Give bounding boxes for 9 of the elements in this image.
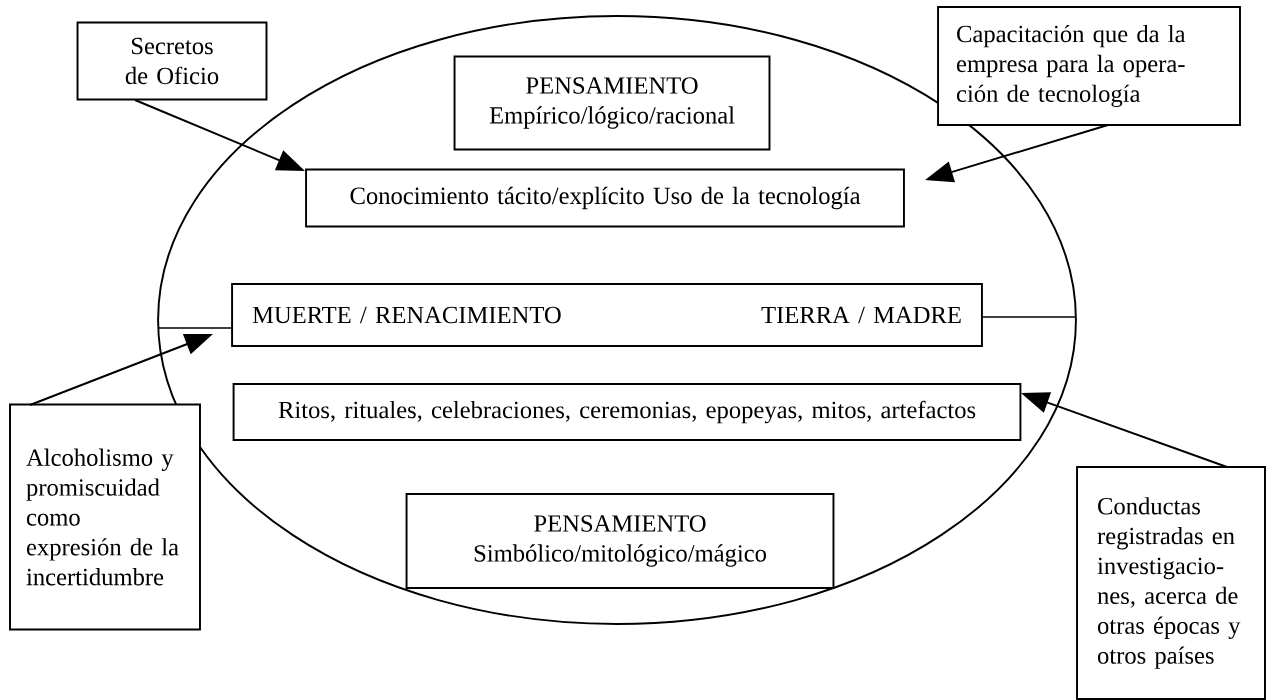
- text-box: Alcoholismo y promiscuidad como expresión de la incertidumbre: [9, 403, 201, 631]
- text-box: Conocimiento tácito/explícito Uso de la tecnología: [305, 168, 905, 228]
- text-box: PENSAMIENTO Simbólico/mitológico/mágico: [405, 493, 835, 589]
- text-box: Ritos, rituales, celebraciones, ceremonias, epopeyas, mitos, artefactos: [232, 383, 1022, 441]
- text-box: Secretos de Oficio: [76, 21, 268, 101]
- text-box: MUERTE / RENACIMIENTO TIERRA / MADRE: [231, 283, 983, 347]
- text-box: Conductas registradas en investigacio-nes, acerca de otras épocas y otros países: [1076, 466, 1266, 700]
- text-box: PENSAMIENTO Empírico/lógico/racional: [453, 55, 771, 151]
- text-box: Capacitación que da la empresa para la opera-ción de tecnología: [937, 6, 1241, 126]
